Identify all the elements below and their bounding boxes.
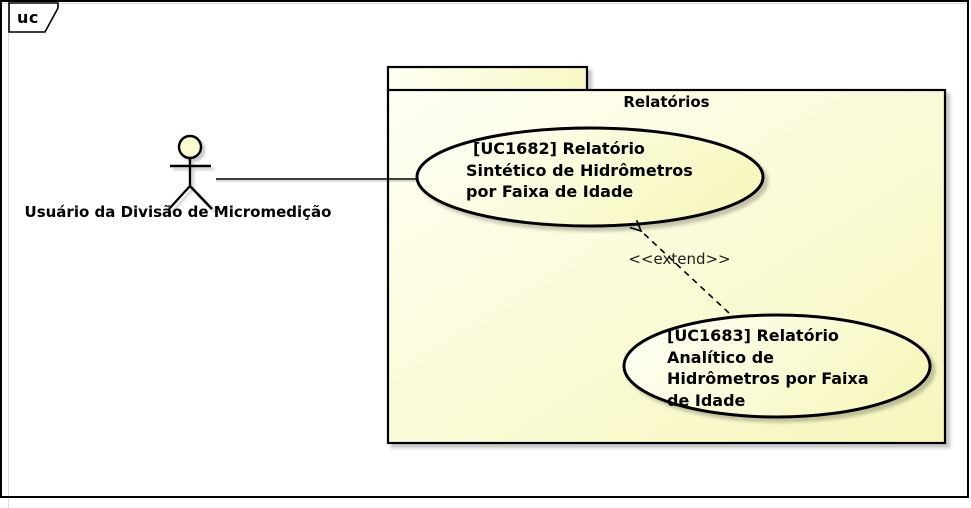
actor-right-leg (189, 185, 213, 210)
extend-arrow (641, 231, 730, 314)
usecase-uc1682-line2: Sintético de Hidrômetros (466, 160, 693, 180)
actor-left-leg (168, 185, 191, 210)
usecase-uc1682-ellipse (415, 126, 765, 228)
package-title: Relatórios (623, 93, 710, 111)
usecase-uc1683-line1: [UC1683] Relatório (667, 326, 839, 345)
usecase-uc1682-label: [UC1682] Relatório Sintético de Hidrômet… (466, 138, 693, 203)
extend-stereotype-label: <<extend>> (628, 250, 731, 268)
usecase-uc1683-label: [UC1683] Relatório Analítico de Hidrômet… (667, 325, 869, 411)
frame-tag-label: uc (17, 8, 39, 27)
actor-head (177, 134, 203, 160)
actor-figure (168, 134, 213, 210)
usecase-uc1683-line4: de Idade (667, 390, 746, 410)
usecase-uc1683-line3: Hidrômetros por Faixa (667, 369, 869, 388)
frame-tag-pentagon (8, 2, 59, 33)
actor-label: Usuário da Divisão de Micromedição (24, 203, 332, 221)
usecase-uc1683-ellipse (622, 313, 932, 419)
diagram-frame (0, 0, 969, 498)
usecase-uc1682-line3: por Faixa de Idade (466, 182, 634, 201)
usecase-uc1683-line2: Analítico de (667, 347, 775, 367)
usecase-uc1682-line1: [UC1682] Relatório (473, 139, 645, 158)
